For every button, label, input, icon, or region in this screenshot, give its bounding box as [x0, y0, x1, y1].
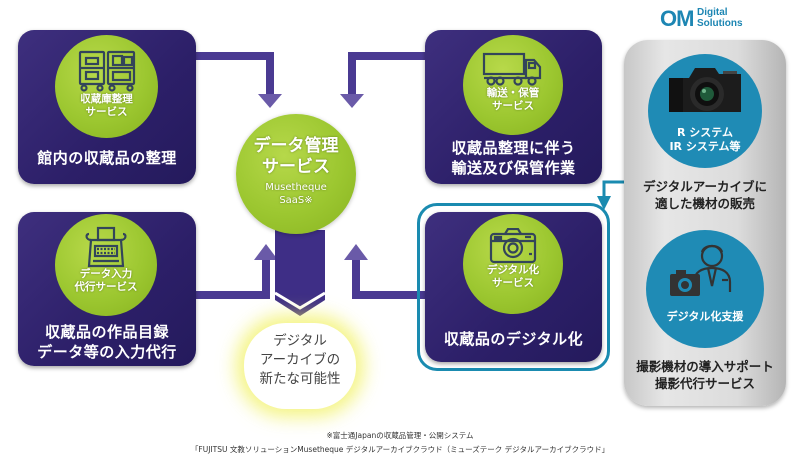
om-logo-line1: Digital: [697, 7, 728, 18]
card-digitization[interactable]: デジタル化 サービス 収蔵品のデジタル化: [425, 212, 602, 362]
chevron-white-stripe: [274, 291, 326, 310]
camera-icon: [489, 228, 537, 264]
footnote-line-2: 「FUJITSU 文教ソリューションMusetheque デジタルアーカイブクラ…: [190, 445, 610, 454]
arrow-digitization-to-center: [352, 258, 425, 299]
om-camera-label-2: IR システム等: [669, 140, 741, 153]
om-support-text-1: 撮影機材の導入サポート: [636, 359, 774, 374]
storage-circle: 収蔵庫整理 サービス: [55, 35, 158, 138]
storage-circle-label-2: サービス: [85, 106, 128, 118]
data-entry-title-1: 収蔵品の作品目録: [44, 323, 169, 341]
future-line-1: デジタル: [273, 333, 327, 349]
transport-circle-label-1: 輸送・保管: [486, 87, 540, 99]
arrow-transport-to-center: [348, 52, 425, 96]
storage-shelves-icon: [78, 50, 135, 92]
center-sub-1: Musetheque: [265, 182, 327, 193]
om-camera-circle: R システム IR システム等: [648, 54, 762, 168]
transport-circle-label-2: サービス: [492, 100, 534, 112]
arrowhead-om: [597, 196, 611, 210]
center-sub-2: SaaS※: [279, 195, 313, 206]
om-sales-text-1: デジタルアーカイブに: [642, 179, 767, 194]
storage-title: 館内の収蔵品の整理: [37, 149, 177, 167]
om-sales-text-2: 適した機材の販売: [654, 196, 755, 211]
arrowhead-storage: [258, 94, 282, 108]
typewriter-icon: [85, 226, 127, 268]
arrow-om-to-digitization: [602, 180, 624, 200]
truck-icon: [482, 52, 542, 86]
om-logo-mark: OM: [660, 6, 694, 31]
storage-circle-label-1: 収蔵庫整理: [80, 93, 133, 105]
future-line-3: 新たな可能性: [259, 371, 341, 387]
arrowhead-digitization: [344, 244, 368, 260]
data-management-service-circle[interactable]: データ管理 サービス Musetheque SaaS※: [236, 114, 356, 234]
future-possibility-bubble: デジタル アーカイブの 新たな可能性: [244, 323, 356, 409]
arrow-storage-to-center: [195, 52, 274, 96]
center-title-2: サービス: [262, 157, 330, 177]
future-line-2: アーカイブの: [259, 352, 341, 368]
digitization-circle-label-2: サービス: [492, 277, 534, 289]
center-title-1: データ管理: [253, 136, 339, 156]
om-support-circle: デジタル化支援: [646, 230, 764, 348]
data-entry-circle-label-2: 代行サービス: [74, 281, 138, 293]
photographer-with-camera-icon: [670, 244, 732, 296]
digitization-title: 収蔵品のデジタル化: [443, 330, 584, 348]
arrowhead-transport: [340, 94, 364, 108]
data-entry-title-2: データ等の入力代行: [37, 343, 177, 361]
digitization-circle: デジタル化 サービス: [463, 214, 563, 314]
card-transport[interactable]: 輸送・保管 サービス 収蔵品整理に伴う 輸送及び保管作業: [425, 30, 602, 184]
arrowhead-dataentry: [254, 244, 278, 260]
footnote-line-1: ※富士通Japanの収蔵品管理・公開システム: [326, 431, 474, 440]
digitization-highlight-frame: [417, 203, 610, 371]
data-entry-circle: データ入力 代行サービス: [55, 214, 157, 316]
digitization-circle-label-1: デジタル化: [486, 264, 540, 276]
om-panel: R システム IR システム等 デジタルアーカイブに 適した機材の販売 デジタル…: [624, 40, 786, 406]
transport-title-1: 収蔵品整理に伴う: [451, 139, 576, 157]
data-entry-circle-label-1: データ入力: [79, 268, 133, 280]
center-down-chevron: [275, 230, 325, 316]
arrow-dataentry-to-center: [195, 258, 270, 299]
om-support-text-2: 撮影代行サービス: [654, 376, 755, 391]
card-data-entry[interactable]: データ入力 代行サービス 収蔵品の作品目録 データ等の入力代行: [18, 212, 196, 366]
card-storage[interactable]: 収蔵庫整理 サービス 館内の収蔵品の整理: [18, 30, 196, 184]
mirrorless-camera-icon: [669, 68, 741, 112]
om-logo-line2: Solutions: [697, 18, 743, 29]
om-camera-label-1: R システム: [677, 126, 733, 139]
om-logo-text: Digital Solutions: [697, 7, 743, 29]
transport-circle: 輸送・保管 サービス: [463, 35, 563, 135]
transport-title-2: 輸送及び保管作業: [451, 159, 576, 177]
om-support-label: デジタル化支援: [666, 310, 744, 323]
